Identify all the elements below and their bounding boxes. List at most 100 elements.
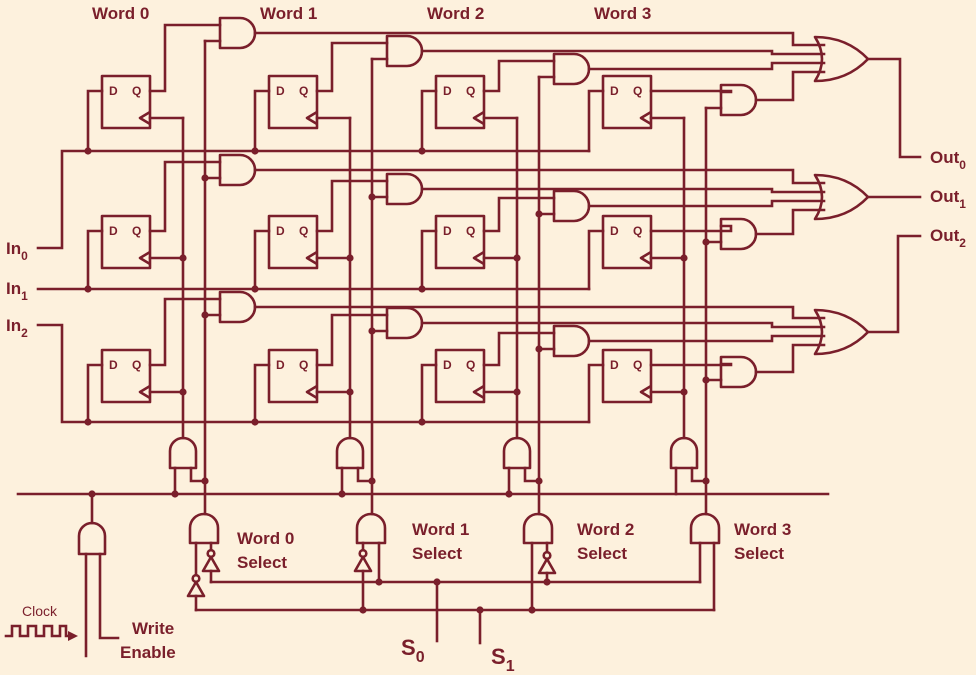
clock-triangle-icon [305, 250, 318, 266]
junction-dot [201, 477, 209, 485]
inverter-w0-s1 [186, 580, 206, 598]
ff-d-label: D [610, 84, 619, 98]
ff-d-label: D [276, 224, 285, 238]
q-output-wire [148, 23, 222, 93]
word-1-header: Word 1 [260, 4, 317, 23]
word-2-header: Word 2 [427, 4, 484, 23]
q-output-wire [148, 160, 222, 233]
junction-dot [702, 376, 710, 384]
or-gate-out-1 [813, 173, 870, 221]
junction-dot [702, 238, 710, 246]
write-enable-label: Write [132, 619, 174, 638]
data-input-wire [86, 229, 104, 291]
flip-flop-w0-b1 [100, 214, 152, 270]
output-0-line [866, 57, 922, 159]
junction-dot [375, 578, 383, 586]
read-and-gate-w3-b2 [719, 355, 758, 389]
word-0-select-label-2: Select [237, 553, 287, 572]
junction-dot [201, 174, 209, 182]
junction-dot [179, 388, 187, 396]
flip-flop-w1-b1 [267, 214, 319, 270]
clock-triangle-icon [305, 384, 318, 400]
inverter-bubble [542, 550, 552, 561]
word-2-select-label: Word 2 [577, 520, 634, 539]
ff-d-label: D [109, 224, 118, 238]
junction-dot [528, 606, 536, 614]
data-input-wire [587, 363, 605, 424]
clock-triangle-icon [472, 250, 485, 266]
q-output-wire [315, 41, 389, 93]
flip-flop-w0-b2 [100, 348, 152, 404]
word-1-select-and-gate [355, 512, 387, 545]
ff-q-label: Q [132, 358, 141, 372]
q-output-wire [649, 362, 733, 367]
ff-q-label: Q [633, 358, 642, 372]
s0-label: S0 [401, 635, 425, 666]
read-and-gate-w1-b2 [385, 306, 424, 340]
q-output-wire [315, 179, 389, 233]
junction-dot [418, 147, 426, 155]
or-input-wire [587, 199, 826, 208]
junction-dot [680, 254, 688, 262]
read-and-gate-w2-b0 [552, 52, 591, 86]
word-1-select-label-2: Select [412, 544, 462, 563]
flip-flop-w3-b2 [601, 348, 653, 404]
write-and-gate-w0 [168, 436, 198, 470]
junction-dot [359, 606, 367, 614]
data-input-wire [253, 229, 271, 291]
inverter-w1-s1 [353, 555, 373, 573]
clock-triangle-icon [639, 110, 652, 126]
write-enable-label-2: Enable [120, 643, 176, 662]
flip-flop-w3-b0 [601, 74, 653, 130]
read-and-gate-w1-b1 [385, 172, 424, 206]
flip-flop-w2-b2 [434, 348, 486, 404]
or-input-wire [253, 31, 826, 47]
junction-dot [505, 490, 513, 498]
junction-dot [251, 418, 259, 426]
or-input-wire [754, 70, 826, 102]
ff-d-label: D [610, 224, 619, 238]
or-input-wire [253, 305, 826, 320]
junction-dot [513, 254, 521, 262]
inverter-w0-s0 [201, 555, 221, 573]
read-and-gate-w3-b1 [719, 217, 758, 251]
write-and-select-input [523, 466, 541, 483]
output-1-label: Out1 [930, 187, 966, 211]
clock-triangle-icon [305, 110, 318, 126]
input-0-label: In0 [6, 239, 28, 263]
junction-dot [251, 147, 259, 155]
junction-dot [171, 490, 179, 498]
junction-dot [201, 311, 209, 319]
inverter-bubble [191, 573, 201, 584]
junction-dot [84, 418, 92, 426]
read-and-gate-w2-b1 [552, 189, 591, 223]
junction-dot [346, 388, 354, 396]
junction-dot [535, 210, 543, 218]
clock-triangle-icon [639, 384, 652, 400]
word-0-header: Word 0 [92, 4, 149, 23]
word-0-select-label: Word 0 [237, 529, 294, 548]
word-2-select-label-2: Select [577, 544, 627, 563]
junction-dot [338, 490, 346, 498]
write-and-select-input [356, 466, 374, 483]
word-1-select-label: Word 1 [412, 520, 469, 539]
word-3-header: Word 3 [594, 4, 651, 23]
or-input-wire [253, 168, 826, 185]
write-and-gate-w3 [669, 436, 699, 470]
inverter-w2-s0 [537, 557, 557, 575]
output-2-label: Out2 [930, 226, 966, 250]
data-input-wire [253, 89, 271, 153]
word-2-select-and-gate [522, 512, 554, 545]
data-input-wire [587, 89, 605, 153]
write-enable-and-gate [77, 521, 107, 556]
ff-q-label: Q [633, 84, 642, 98]
junction-dot [535, 345, 543, 353]
input-0-line [36, 149, 591, 250]
or-gate-out-2 [813, 308, 870, 356]
flip-flop-w1-b0 [267, 74, 319, 130]
flip-flop-w3-b1 [601, 214, 653, 270]
read-and-gate-w0-b0 [218, 16, 257, 50]
output-0-label: Out0 [930, 148, 966, 172]
flip-flop-w2-b1 [434, 214, 486, 270]
